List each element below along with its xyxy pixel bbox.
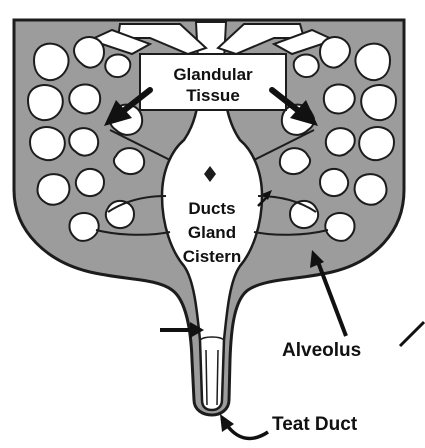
teat-duct-arrow [220,414,268,438]
teat-duct-label: Teat Duct [272,414,358,435]
svg-text:Tissue: Tissue [186,86,240,105]
svg-text:Glandular: Glandular [173,65,253,84]
glandular-tissue-label: Glandular Tissue [140,54,286,110]
svg-text:Cistern: Cistern [183,247,242,266]
alveolus-edge-line [400,322,424,346]
ducts-gland-cistern-label: Ducts Gland Cistern [183,199,242,266]
alveolus-label: Alveolus [282,340,361,361]
svg-text:Gland: Gland [188,223,236,242]
svg-text:Ducts: Ducts [188,199,235,218]
